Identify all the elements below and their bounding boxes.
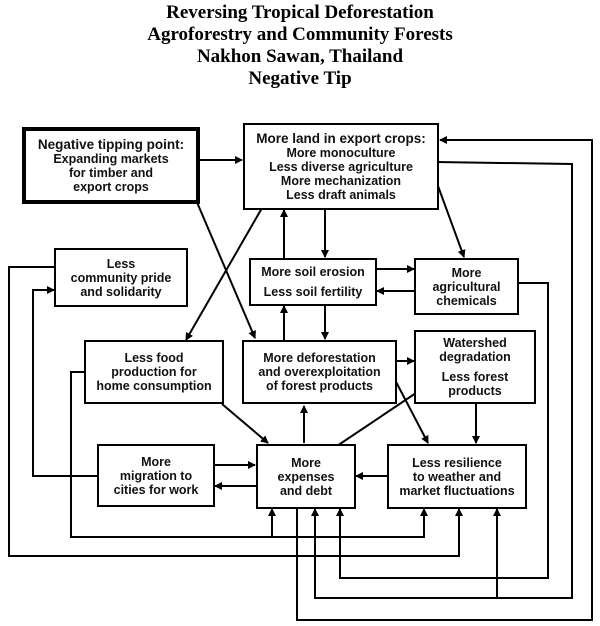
community-pride-line: community pride [70,270,172,285]
watershed-line: products [448,384,502,398]
expenses-line: More [291,455,321,470]
arrow-export-to-food [185,207,263,341]
chemicals-line: agricultural [432,279,501,294]
expenses-line: and debt [279,483,333,498]
loop-food-to-resil [70,371,428,538]
export-crops-line: Less draft animals [286,187,396,202]
deforestation-line: and overexploitation [258,365,381,379]
loop-migration-to-pride [32,286,98,477]
node-export-crops: More land in export crops: More monocult… [243,123,439,210]
loop-export-to-expenses [311,161,573,599]
migration-line: migration to [119,468,193,483]
deforestation-line: of forest products [266,379,373,393]
resilience-line: Less resilience [412,455,502,470]
tipping-point-line: export crops [73,179,149,194]
node-tipping-point: Negative tipping point: Expanding market… [22,127,200,204]
node-chemicals: More agricultural chemicals [414,258,519,315]
tipping-point-header: Negative tipping point: [37,136,185,152]
tipping-point-line: Expanding markets [53,151,169,166]
loop-pride-to-resil [8,266,463,557]
node-expenses: More expenses and debt [256,444,356,509]
loop-chem-to-expenses [336,282,549,579]
tipping-point-line: for timber and [68,165,154,180]
food-production-line: Less food [124,351,184,365]
loop-expenses-to-export [296,136,593,621]
export-crops-line: Less diverse agriculture [269,159,413,174]
node-soil: More soil erosion Less soil fertility [249,258,377,306]
migration-line: More [141,454,171,469]
chemicals-line: More [451,265,482,280]
node-resilience: Less resilience to weather and market fl… [387,444,527,509]
watershed-line: Watershed [443,336,507,350]
export-crops-header: More land in export crops: [256,130,426,146]
arrow-tip-to-deforest [195,199,256,339]
community-pride-line: and solidarity [80,284,162,299]
food-production-line: production for [111,365,197,379]
arrow-food-to-expenses [221,403,269,444]
resilience-line: to weather and [412,469,502,484]
arrow-deforest-to-resil [393,377,429,444]
watershed-line: degradation [439,350,511,364]
soil-line: More soil erosion [261,265,365,279]
chemicals-line: chemicals [436,293,497,308]
export-crops-line: More mechanization [280,173,402,188]
node-migration: More migration to cities for work [97,444,215,507]
community-pride-line: Less [106,256,136,271]
node-community-pride: Less community pride and solidarity [54,248,188,307]
title-line-4: Negative Tip [248,68,352,89]
node-watershed: Watershed degradation Less forest produc… [414,330,536,404]
migration-line: cities for work [113,482,199,497]
soil-line: Less soil fertility [263,285,363,299]
export-crops-line: More monoculture [286,145,396,160]
title-line-1: Reversing Tropical Deforestation [166,2,434,23]
resilience-line: market fluctuations [399,483,515,498]
deforestation-line: More deforestation [263,351,376,365]
diagram-title: Reversing Tropical Deforestation Agrofor… [0,2,600,90]
food-production-line: home consumption [96,379,212,393]
node-food-production: Less food production for home consumptio… [84,340,224,404]
title-line-3: Nakhon Sawan, Thailand [196,46,404,67]
node-deforestation: More deforestation and overexploitation … [242,340,397,404]
watershed-line: Less forest [441,370,509,384]
expenses-line: expenses [277,469,335,484]
title-line-2: Agroforestry and Community Forests [147,24,453,45]
arrow-export-to-chem [437,185,466,258]
